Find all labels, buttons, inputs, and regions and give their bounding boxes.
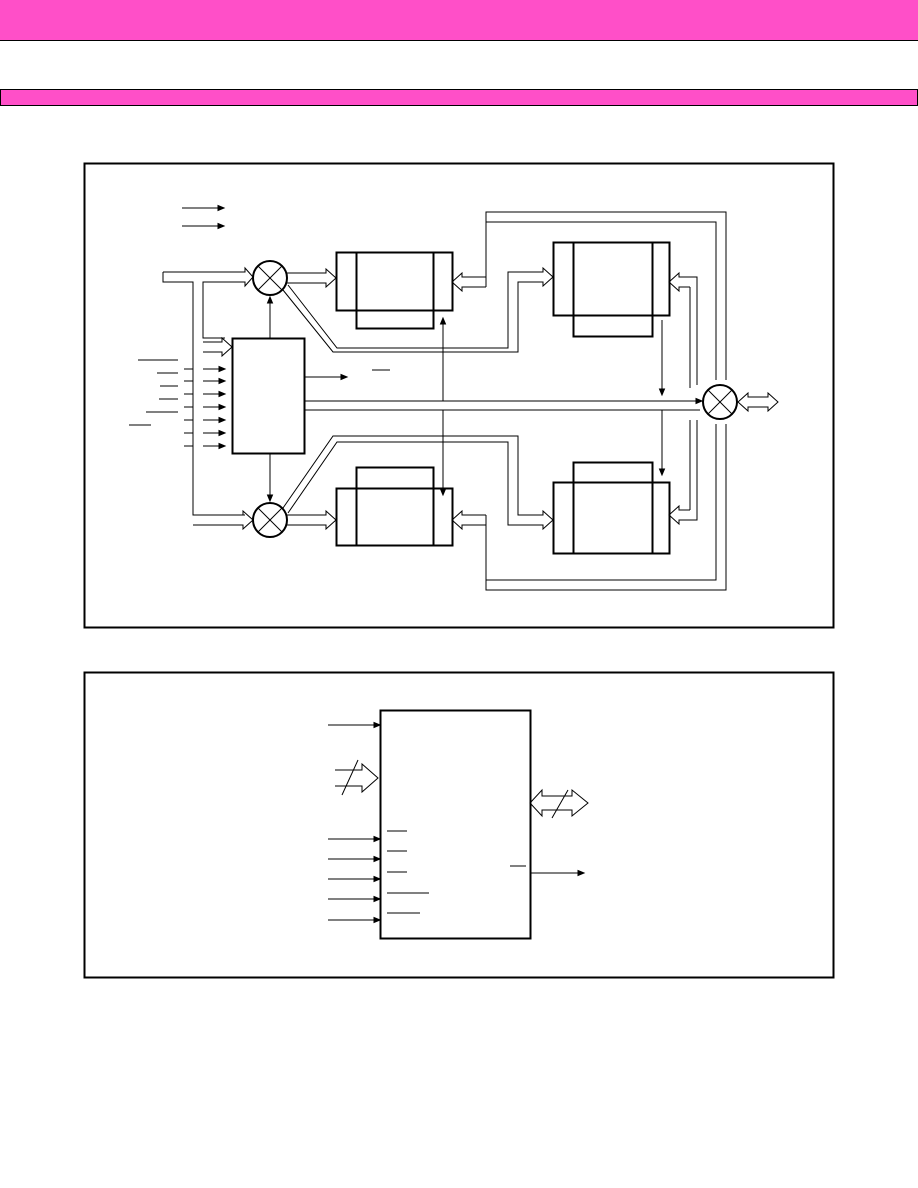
pin-output-head	[577, 869, 586, 877]
mux-bottom-x	[257, 507, 283, 533]
ctrl-input-head	[218, 416, 227, 424]
data-io-bus	[529, 788, 589, 818]
ctrl-output-head	[340, 373, 349, 381]
ctrl-to-mem-tl-head	[439, 316, 447, 325]
ctrl-input-head	[218, 403, 227, 411]
ctrl-input-head	[218, 365, 227, 373]
data-bus-tr-route	[690, 276, 698, 385]
data-bus-bl	[451, 509, 486, 531]
mux-top	[252, 260, 288, 296]
memory-top-left	[335, 251, 454, 312]
ctrl-input-head	[218, 429, 227, 437]
memory-bottom-left-inner	[355, 466, 435, 547]
data-bus-tr	[668, 271, 690, 293]
block-diagram-frame	[83, 162, 835, 629]
bus-arrow-br	[518, 509, 554, 531]
memory-bottom-right-inner	[572, 461, 654, 555]
pin-input-head	[373, 721, 382, 729]
bus-arrow-tr	[518, 266, 554, 288]
diagram-elements	[129, 204, 779, 940]
addr-bus-mux-bottom	[193, 509, 254, 531]
control-block	[231, 337, 306, 455]
mux-output	[702, 384, 738, 420]
bus-mux-bot-to-br	[282, 435, 540, 516]
mux-output-x	[707, 389, 733, 415]
memory-bottom-left	[335, 487, 454, 547]
data-io-arrow	[737, 391, 779, 413]
memory-top-right-inner	[572, 241, 654, 338]
ctrl-to-mux-bottom-head	[266, 494, 274, 503]
pin-input-head	[373, 875, 382, 883]
pin-input-head	[373, 895, 382, 903]
ctrl-input-head	[218, 377, 227, 385]
ctrl-to-mem-tr-head	[658, 388, 666, 397]
ctrl-to-mem-bl-head	[439, 488, 447, 497]
pin-input-head	[373, 916, 382, 924]
memory-top-left-inner	[355, 251, 435, 330]
chip-package	[379, 709, 532, 940]
pin-input-head	[373, 835, 382, 843]
addr-bus-ctrl	[203, 336, 233, 358]
legend-arrow-head	[217, 222, 226, 230]
mux-top-x	[257, 265, 283, 291]
data-bus-br-route2	[690, 420, 698, 521]
bus-slash	[341, 759, 359, 796]
data-bus-tl-route2	[485, 221, 717, 380]
data-bus-tl	[451, 271, 486, 293]
bus-mux-to-mem-tl	[287, 267, 337, 289]
bus-mux-top-to-tr	[282, 281, 540, 353]
legend-arrow-head	[217, 204, 226, 212]
ctrl-to-mux-out-head	[695, 397, 704, 405]
ctrl-to-mem-br-head	[658, 468, 666, 477]
data-bus-br	[668, 504, 690, 526]
header-band	[0, 0, 918, 41]
pin-input-head	[373, 855, 382, 863]
addr-input-bus	[335, 762, 379, 794]
addr-bus	[163, 266, 254, 339]
ctrl-input-head	[218, 442, 227, 450]
bus-mux-to-mem-bl	[287, 509, 337, 531]
ctrl-input-head	[218, 390, 227, 398]
bus-slash	[551, 789, 569, 819]
data-bus-bl-route2	[485, 424, 717, 581]
pin-diagram-frame	[83, 671, 835, 979]
ctrl-to-mux-top-head	[266, 295, 274, 304]
